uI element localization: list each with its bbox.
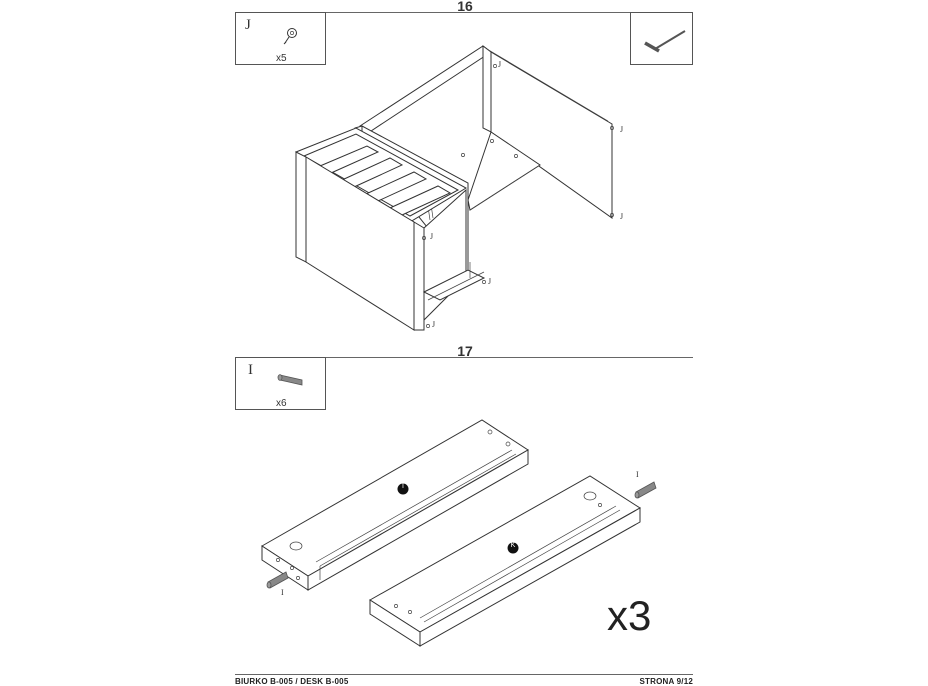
- panel-label-i: I: [402, 483, 404, 490]
- label-j-2: J: [620, 212, 624, 221]
- panel-label-k: K: [510, 542, 516, 549]
- multiplier-x3: x3: [607, 592, 652, 639]
- dowel-icon: [277, 374, 303, 386]
- label-j-5: J: [432, 320, 436, 329]
- label-j-4: J: [488, 277, 492, 286]
- part-box-j: J x5: [235, 12, 326, 65]
- dowel-label-i-2: I: [636, 470, 639, 479]
- label-j-3: J: [430, 232, 434, 241]
- cam-lock-icon: [283, 28, 297, 45]
- step-number-17: 17: [457, 343, 473, 359]
- dowel-label-i-1: I: [281, 588, 284, 597]
- allen-key-icon: [644, 30, 686, 53]
- footer-page: STRONA 9/12: [639, 677, 693, 686]
- label-j-1: J: [620, 125, 624, 134]
- tool-box: [630, 12, 693, 65]
- step-16-rule: [235, 12, 693, 13]
- part-letter-j: J: [245, 17, 251, 33]
- part-qty-i: x6: [276, 398, 287, 409]
- part-qty-j: x5: [276, 53, 287, 64]
- step-17-rule: [235, 357, 693, 358]
- footer-model: BIURKO B-005 / DESK B-005: [235, 677, 349, 686]
- part-letter-i: I: [248, 362, 253, 378]
- part-box-i: I x6: [235, 357, 326, 410]
- footer-rule: [235, 674, 693, 675]
- step-number-16: 16: [457, 0, 473, 14]
- label-j-6: J: [498, 60, 502, 69]
